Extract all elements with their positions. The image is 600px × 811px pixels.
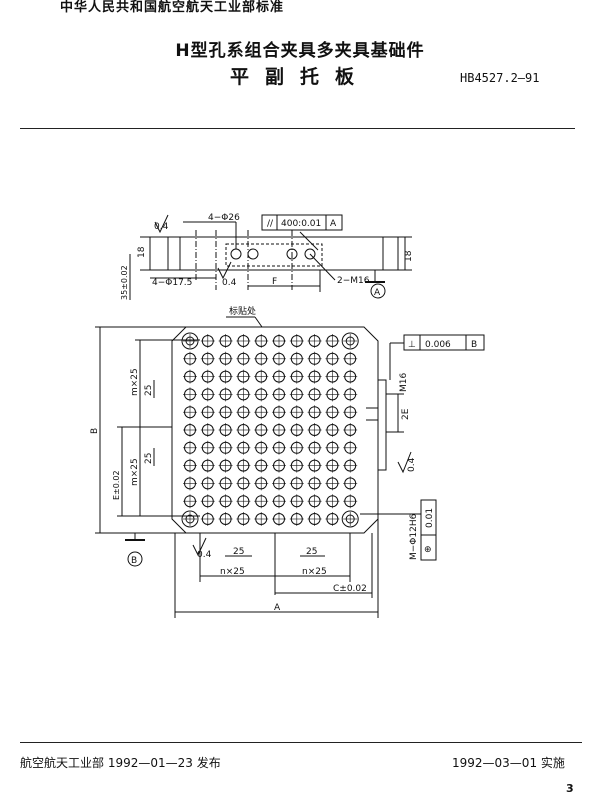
grid-hole [341, 332, 359, 350]
standard-number: HB4527.2—91 [460, 71, 540, 85]
page-number: 3 [566, 782, 574, 795]
label-mx25-bottom: m×25 [130, 458, 140, 486]
label-mx25-top: m×25 [130, 368, 140, 396]
parallelism-symbol: // [267, 219, 274, 229]
label-18-right: 18 [404, 250, 414, 262]
roughness-mark-bottom [192, 537, 207, 557]
roughness-mark-right [397, 451, 412, 474]
plan-view [95, 316, 485, 618]
plan-view-labels: 标贴处 ⊥ 0.006 B M16 2E 0.4 M−Φ12H6 0.01 ⊕ … [90, 305, 477, 613]
label-roughness-04b: 0.4 [222, 278, 237, 288]
side-step-left [167, 236, 181, 271]
label-25-h2: 25 [306, 547, 317, 557]
label-2E: 2E [401, 408, 411, 420]
label-B: B [90, 428, 100, 434]
label-position-tol: 0.01 [425, 508, 435, 528]
label-E: E±0.02 [112, 470, 121, 500]
grid-hole [181, 332, 199, 350]
grid-hole [341, 510, 359, 528]
label-35: 35±0.02 [120, 265, 129, 300]
document-subtitle: 平副托板 [229, 66, 370, 88]
datum-a-circle [370, 283, 386, 299]
side-hole-1 [230, 248, 242, 260]
header-cut-line: 中华人民共和国航空航天工业部标准 [60, 0, 285, 15]
side-hole-3 [286, 248, 298, 260]
plate-outline [171, 326, 379, 534]
position-frame [420, 499, 437, 561]
side-view [129, 214, 412, 300]
label-25-bottom: 25 [144, 453, 154, 464]
label-holes-bottom: 4−Φ17.5 [152, 278, 192, 288]
label-25-top: 25 [144, 385, 154, 396]
perpendicularity-symbol: ⊥ [408, 340, 416, 350]
document-title: H型孔系组合夹具多夹具基础件 [175, 41, 425, 61]
label-m12: M−Φ12H6 [409, 513, 419, 560]
mark-label-leader [254, 316, 263, 328]
side-hidden-pocket [225, 243, 323, 267]
side-hole-4 [304, 248, 316, 260]
perpendicularity-datum: B [471, 340, 477, 350]
label-F: F [272, 277, 277, 287]
grid-hole [181, 510, 199, 528]
parallelism-value: 400:0.01 [281, 219, 321, 229]
leader-parallelism [299, 231, 319, 251]
label-18-left: 18 [137, 246, 147, 258]
leader-thread [309, 253, 336, 281]
side-step-right [382, 236, 399, 271]
perpendicularity-value: 0.006 [425, 340, 451, 350]
label-holes-top: 4−Φ26 [208, 213, 240, 223]
hole-grid [181, 332, 359, 528]
side-hole-2 [247, 248, 259, 260]
footer-rule [20, 742, 582, 743]
label-datum-b: B [131, 556, 137, 566]
label-nx25-right: n×25 [302, 567, 327, 577]
side-plate-outline [167, 236, 399, 271]
label-roughness-04: 0.4 [154, 222, 169, 232]
side-view-labels: 0.4 4−Φ26 // 400:0.01 A 18 18 35±0.02 4−… [120, 213, 414, 300]
label-roughness-bottom: 0.4 [197, 550, 212, 560]
position-symbol: ⊕ [424, 545, 432, 555]
label-thread: 2−M16 [337, 276, 370, 286]
label-roughness-right: 0.4 [407, 457, 417, 472]
header-rule [20, 128, 575, 129]
parallelism-datum: A [330, 219, 337, 229]
label-25-h1: 25 [233, 547, 244, 557]
label-mark-position: 标贴处 [229, 305, 256, 317]
plate-side-tab [377, 379, 387, 471]
label-m16: M16 [399, 373, 409, 392]
label-A: A [274, 603, 281, 613]
footer-issuer: 航空航天工业部 1992—01—23 发布 [20, 756, 221, 770]
parallelism-frame [261, 214, 343, 231]
roughness-mark-1 [154, 214, 169, 234]
label-C: C±0.02 [333, 584, 367, 594]
label-datum-a: A [374, 288, 381, 298]
footer-effective-date: 1992—03—01 实施 [452, 756, 565, 770]
roughness-mark-2 [217, 261, 232, 280]
datum-b-circle [127, 551, 143, 567]
label-nx25-left: n×25 [220, 567, 245, 577]
